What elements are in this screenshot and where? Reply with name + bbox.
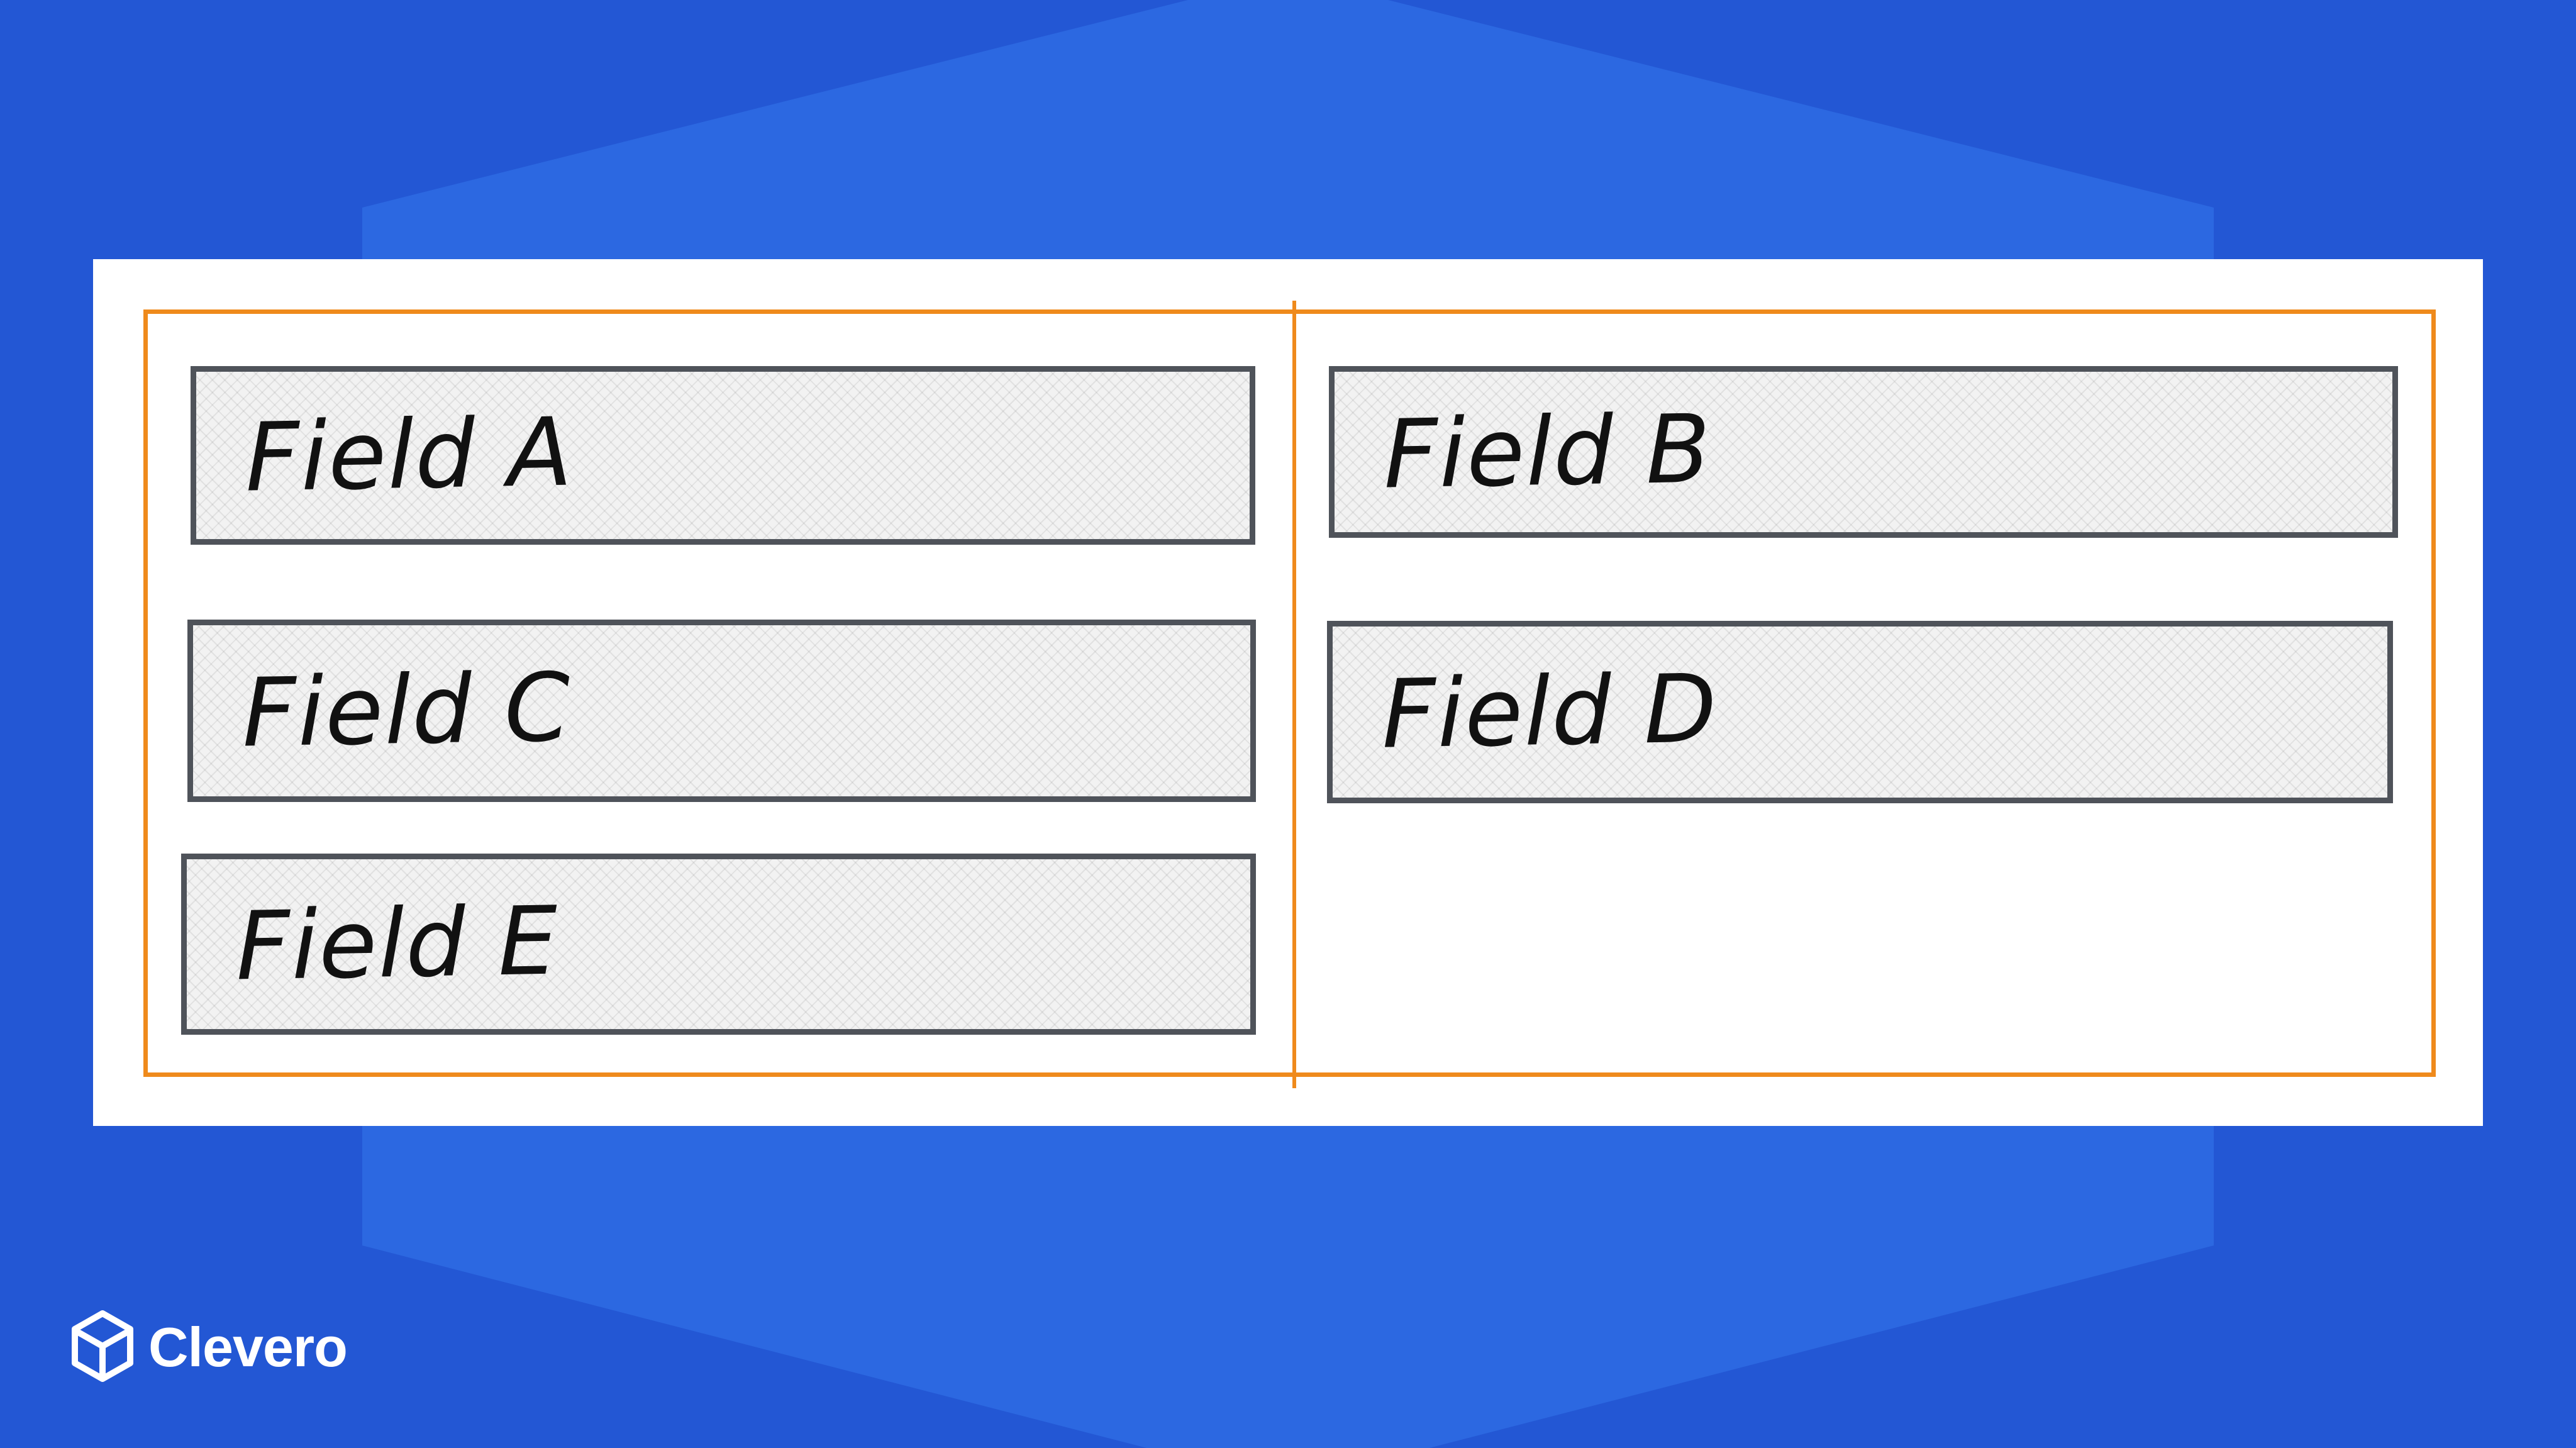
field-e-label: Field E xyxy=(235,886,560,1002)
column-divider xyxy=(1292,301,1296,1088)
field-a[interactable]: Field A xyxy=(191,366,1255,545)
field-d-label: Field D xyxy=(1380,654,1719,770)
field-c[interactable]: Field C xyxy=(187,620,1256,802)
field-c-label: Field C xyxy=(241,653,573,769)
field-e[interactable]: Field E xyxy=(181,854,1256,1035)
brand-name: Clevero xyxy=(148,1316,348,1378)
orange-layout-frame xyxy=(143,309,2436,1077)
field-b-label: Field B xyxy=(1382,394,1713,510)
field-b[interactable]: Field B xyxy=(1329,366,2398,538)
field-a-label: Field A xyxy=(244,398,574,513)
field-d[interactable]: Field D xyxy=(1327,621,2393,803)
brand-logo: Clevero xyxy=(68,1308,348,1386)
cube-logo-icon xyxy=(72,1310,133,1382)
